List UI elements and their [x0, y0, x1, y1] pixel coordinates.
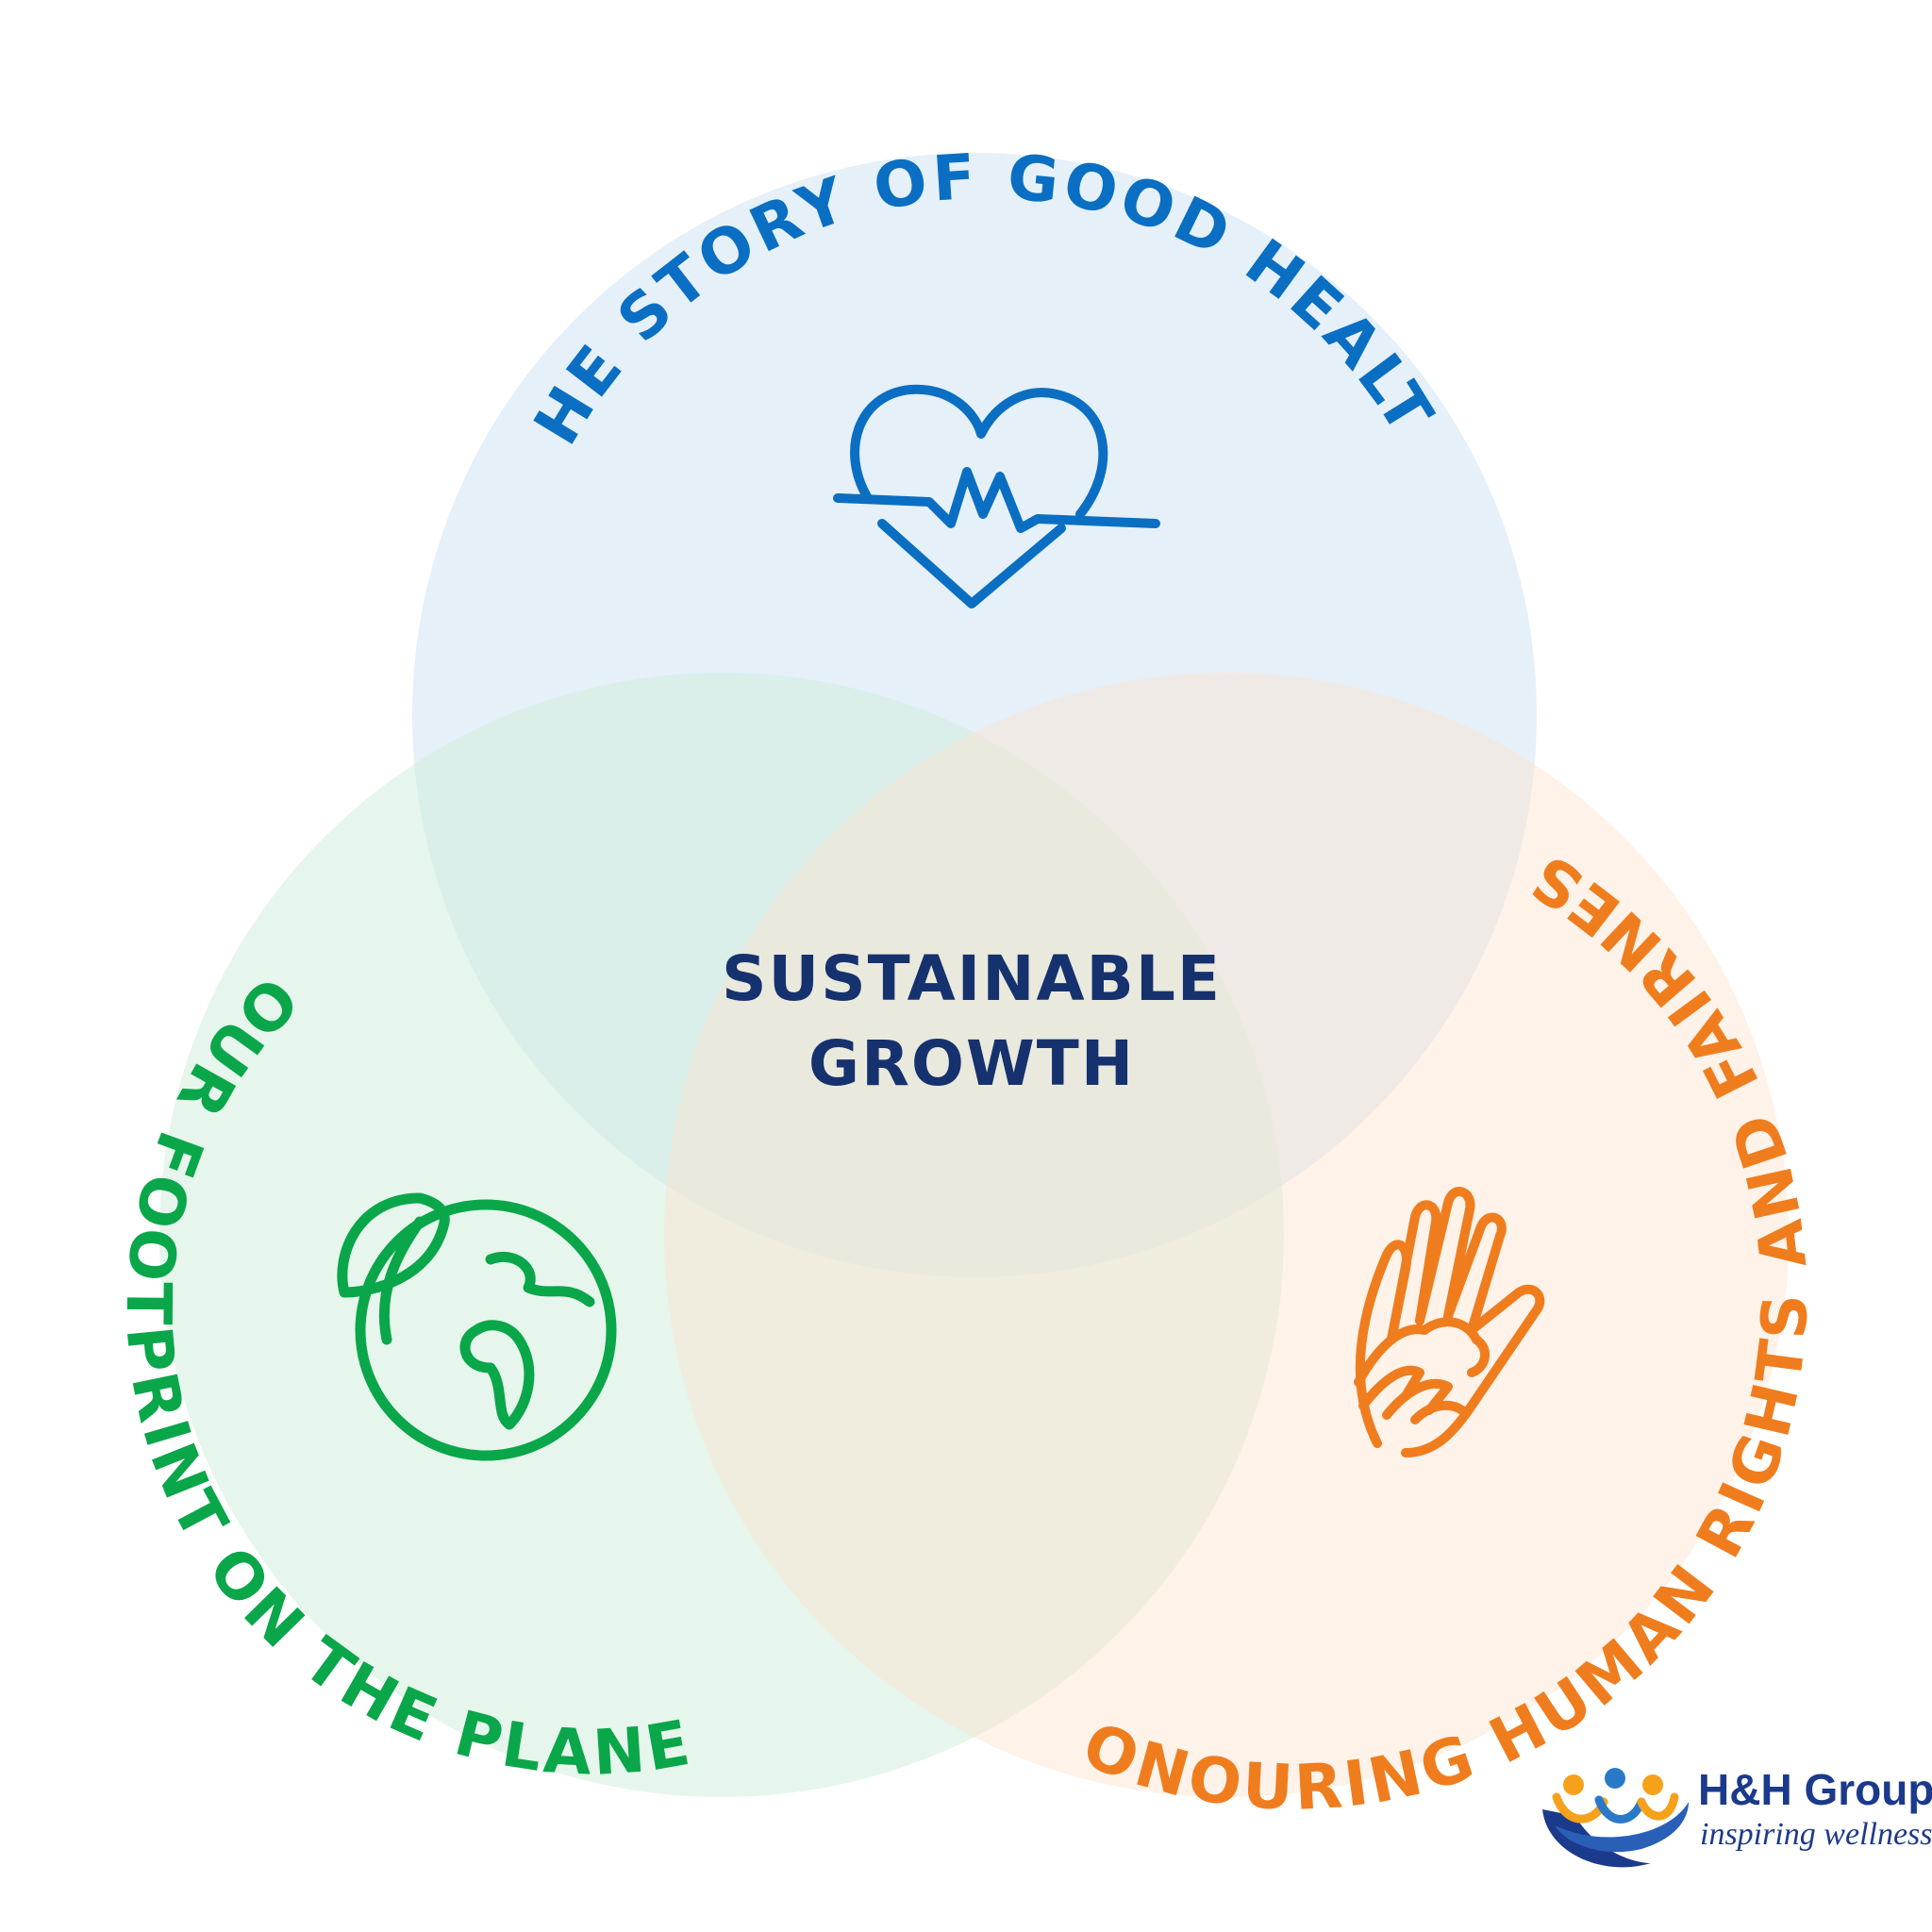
center-label-line1: SUSTAINABLE [722, 942, 1222, 1015]
earth-leaf-icon [337, 1192, 617, 1461]
logo-mark-icon [1542, 1768, 1689, 1868]
logo-name: H&H Group [1698, 1765, 1932, 1814]
venn-circle-rights [664, 673, 1789, 1797]
heartbeat-icon [833, 384, 1160, 608]
venn-circle-planet [159, 673, 1284, 1797]
hands-icon [1354, 1187, 1545, 1457]
hh-group-logo: H&H Group inspiring wellness [1542, 1765, 1932, 1868]
center-label-line2: GROWTH [808, 1027, 1135, 1100]
logo-tagline: inspiring wellness [1700, 1817, 1932, 1852]
